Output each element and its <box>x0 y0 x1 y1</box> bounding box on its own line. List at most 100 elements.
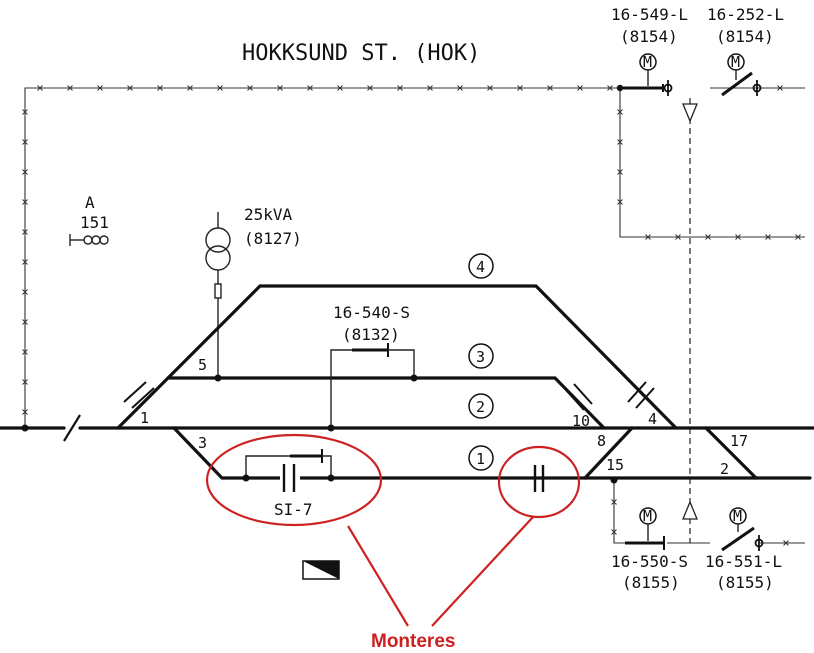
switch-number: 5 <box>198 356 207 374</box>
x-mark <box>783 540 789 546</box>
insulator-switch-4 <box>627 381 655 409</box>
disconnector-16-551-L: M 16-551-L (8155) <box>705 507 782 592</box>
disconnector-16-540-S: 16-540-S (8132) <box>327 303 418 432</box>
annotation-label: Monteres <box>371 631 455 652</box>
switch-number: 1 <box>140 409 149 427</box>
x-mark <box>777 85 783 91</box>
disconnector-code: (8154) <box>716 27 774 46</box>
insulator-switch-10 <box>565 383 593 411</box>
disconnector-code: (8155) <box>716 573 774 592</box>
x-mark <box>217 85 223 91</box>
x-mark <box>547 85 553 91</box>
disconnector-code: (8155) <box>622 573 680 592</box>
svg-text:3: 3 <box>476 348 485 366</box>
disconnector-code: (8154) <box>620 27 678 46</box>
x-mark <box>22 409 28 415</box>
x-mark <box>22 319 28 325</box>
disconnector-code: (8132) <box>342 325 400 344</box>
x-mark <box>22 139 28 145</box>
transformer-rating: 25kVA <box>244 205 293 224</box>
switch-number: 4 <box>648 410 657 428</box>
x-mark <box>765 234 771 240</box>
feeder-x-marks <box>22 85 801 546</box>
disconnector-label: 16-540-S <box>333 303 410 322</box>
x-mark <box>22 349 28 355</box>
signal-a-151: A 151 <box>69 193 109 246</box>
x-mark <box>427 85 433 91</box>
x-mark <box>735 234 741 240</box>
x-mark <box>22 229 28 235</box>
x-mark <box>645 234 651 240</box>
x-mark <box>617 139 623 145</box>
motor-letter: M <box>643 53 652 71</box>
dashed-feeder <box>682 98 698 543</box>
switch-number: 10 <box>572 412 590 430</box>
insulator-switch-1 <box>123 381 155 409</box>
track-number-4: 4 <box>468 253 494 279</box>
svg-text:1: 1 <box>476 450 485 468</box>
transformer-code: (8127) <box>244 229 302 248</box>
track-number-3: 3 <box>468 343 494 369</box>
x-mark <box>22 289 28 295</box>
section-insulators <box>123 381 655 492</box>
disconnector-16-550-S: M 16-550-S (8155) <box>610 476 688 592</box>
x-mark <box>37 85 43 91</box>
signal-lamp-icon <box>99 235 109 245</box>
x-mark <box>22 109 28 115</box>
highlight-ellipse-left <box>205 433 383 527</box>
si7-label: SI-7 <box>274 500 313 519</box>
x-mark <box>397 85 403 91</box>
disconnector-16-549-L: 16-549-L (8154) M <box>611 5 688 96</box>
x-mark <box>67 85 73 91</box>
motor-letter: M <box>731 53 740 71</box>
signal-lamp-icon <box>83 235 93 245</box>
transformer-coil-icon <box>205 227 231 253</box>
signal-number: 151 <box>80 213 109 232</box>
x-mark <box>617 109 623 115</box>
x-mark <box>517 85 523 91</box>
x-mark <box>22 259 28 265</box>
x-mark <box>577 85 583 91</box>
fuse-icon <box>214 283 222 299</box>
x-mark <box>675 234 681 240</box>
svg-text:2: 2 <box>476 398 485 416</box>
track-numbers: 4 3 2 1 <box>468 253 494 471</box>
switch-number: 8 <box>597 432 606 450</box>
x-mark <box>617 199 623 205</box>
flag-symbol-icon <box>302 560 340 580</box>
x-mark <box>611 499 617 505</box>
x-mark <box>127 85 133 91</box>
signal-lamp-icon <box>91 235 101 245</box>
switch-number: 17 <box>730 432 748 450</box>
highlight-ellipse-right <box>497 445 581 519</box>
x-mark <box>611 529 617 535</box>
station-title: HOKKSUND ST. (HOK) <box>242 41 480 66</box>
disconnector-16-252-L: 16-252-L (8154) M <box>707 5 784 97</box>
switch-number: 15 <box>606 456 624 474</box>
feeder-line-right <box>619 88 805 238</box>
x-mark <box>97 85 103 91</box>
x-mark <box>247 85 253 91</box>
disconnector-label: 16-549-L <box>611 5 688 24</box>
section-insulator-si7: SI-7 <box>242 449 335 519</box>
x-mark <box>22 169 28 175</box>
motor-letter: M <box>733 507 742 525</box>
x-mark <box>277 85 283 91</box>
x-mark <box>337 85 343 91</box>
switch-numbers: 1 3 5 10 8 4 15 17 2 <box>140 356 748 478</box>
track-number-1: 1 <box>468 445 494 471</box>
x-mark <box>367 85 373 91</box>
disconnector-label: 16-551-L <box>705 552 782 571</box>
x-mark <box>617 169 623 175</box>
transformer-coil-icon <box>205 245 231 271</box>
x-mark <box>22 199 28 205</box>
x-mark <box>457 85 463 91</box>
x-mark <box>487 85 493 91</box>
disconnector-label: 16-550-S <box>611 552 688 571</box>
switch-number: 3 <box>198 434 207 452</box>
motor-letter: M <box>643 507 652 525</box>
switch-number: 2 <box>720 460 729 478</box>
x-mark <box>795 234 801 240</box>
x-mark <box>705 234 711 240</box>
annotation-highlights: Monteres <box>205 433 581 652</box>
